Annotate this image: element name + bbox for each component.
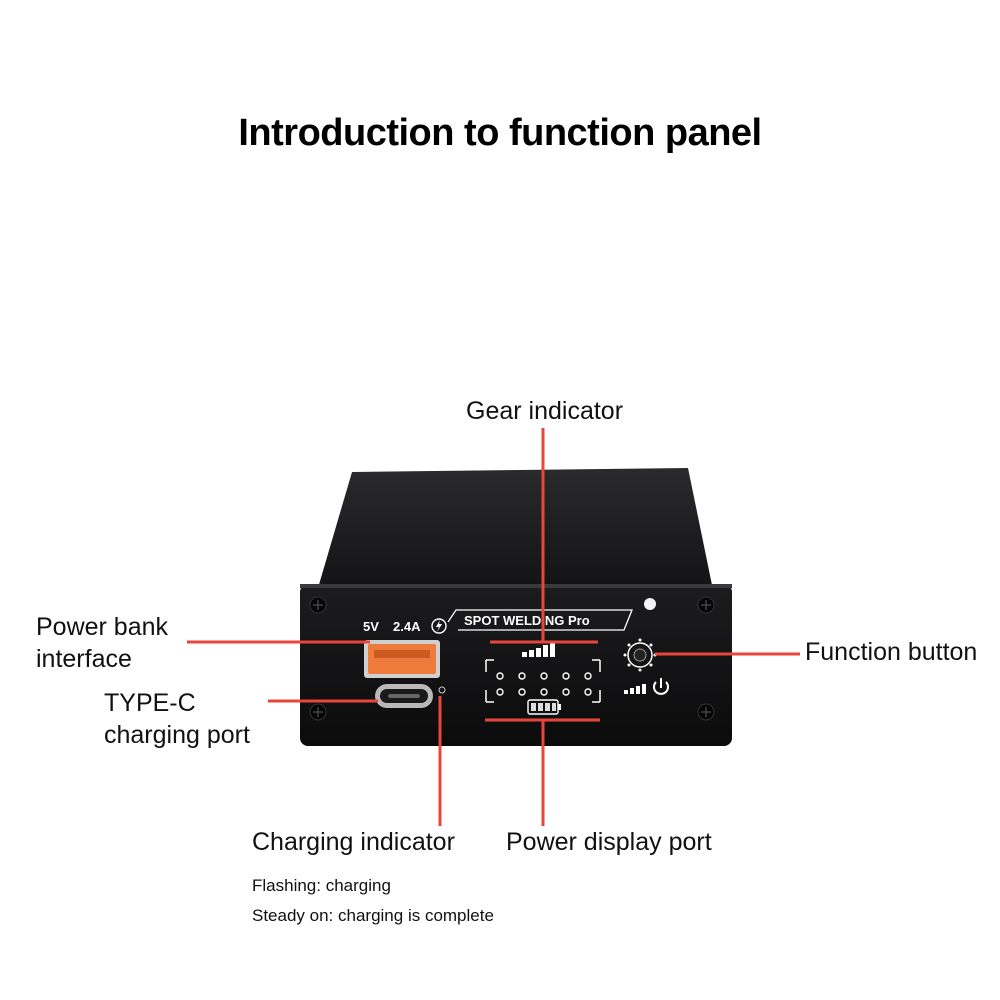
screw-icon (697, 703, 715, 721)
gear-level-icon (624, 684, 646, 694)
charging-indicator-led (438, 686, 446, 694)
indicator-dot (644, 598, 656, 610)
spec-current-text: 2.4A (393, 619, 421, 634)
usb-a-port (364, 640, 440, 678)
device-top-surface (318, 468, 712, 588)
note-flashing: Flashing: charging (252, 876, 391, 895)
power-bank-label-line2: interface (36, 645, 132, 673)
brand-text: SPOT WELDING Pro (464, 613, 590, 628)
signal-bars-icon (522, 642, 555, 657)
page-title: Introduction to function panel (238, 112, 762, 154)
callout-leader-lines (187, 428, 800, 826)
screw-icon (309, 703, 327, 721)
function-button-icon (623, 638, 657, 672)
typec-label-line2: charging port (104, 721, 250, 749)
charging-indicator-label: Charging indicator (252, 828, 455, 856)
power-icon (653, 678, 669, 695)
battery-icon (527, 699, 561, 715)
power-display-label: Power display port (506, 828, 712, 856)
spec-voltage-text: 5V (363, 619, 379, 634)
led-dot-grid (496, 672, 592, 696)
function-button-label: Function button (805, 638, 978, 666)
typec-label: TYPE-C charging port (104, 687, 250, 751)
note-steady: Steady on: charging is complete (252, 906, 494, 925)
power-bank-label-line1: Power bank (36, 613, 169, 641)
gear-indicator-label: Gear indicator (466, 397, 624, 425)
display-panel (485, 659, 601, 703)
brand-banner-frame (447, 609, 633, 631)
power-bank-label: Power bank interface (36, 611, 168, 675)
typec-label-line1: TYPE-C (104, 689, 196, 717)
screw-icon (309, 596, 327, 614)
lightning-icon (431, 618, 447, 634)
usb-c-port (375, 684, 433, 708)
screw-icon (697, 596, 715, 614)
